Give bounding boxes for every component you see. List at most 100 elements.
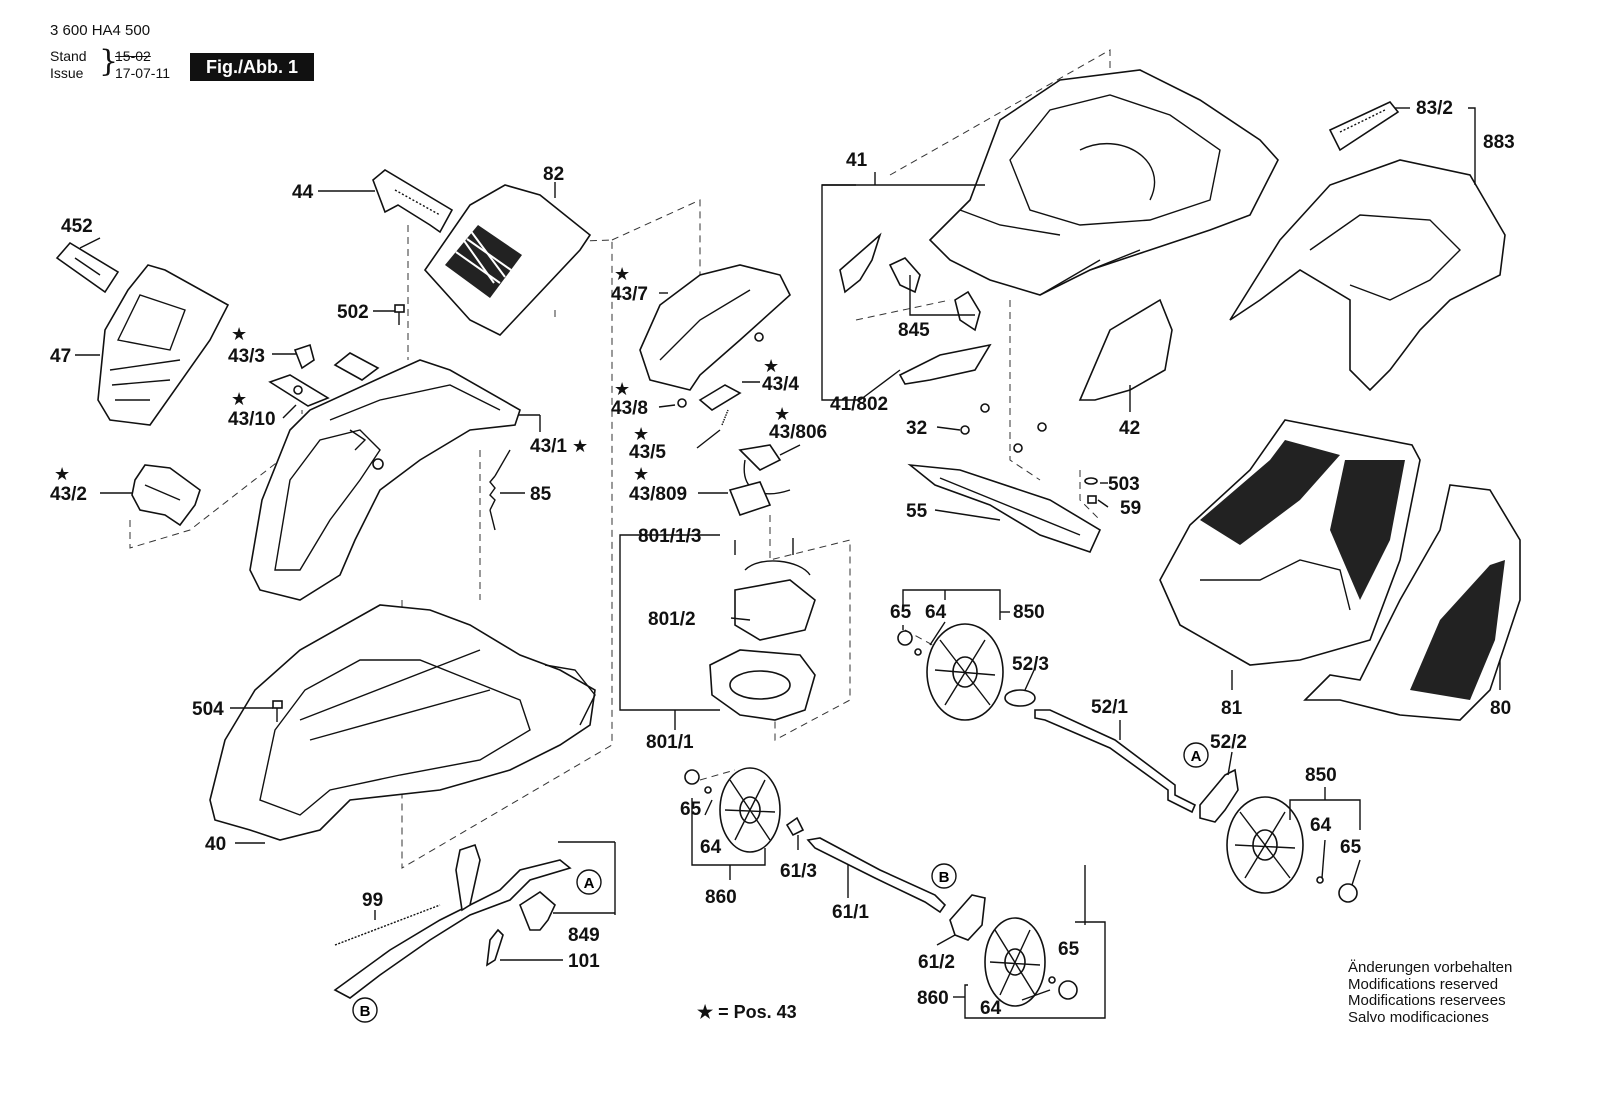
leader-lines xyxy=(75,107,1501,1019)
part-32-screws xyxy=(960,403,1047,453)
label-845: 845 xyxy=(898,320,930,341)
label-850-right: 850 xyxy=(1305,765,1337,786)
svg-text:B: B xyxy=(939,869,950,886)
label-850-upper: 850 xyxy=(1013,602,1045,623)
label-43-3: 43/3 xyxy=(228,346,265,367)
part-504-screw xyxy=(272,700,283,722)
star-43-10: ★ xyxy=(231,389,247,409)
part-883-handle xyxy=(1229,159,1506,392)
part-43-4-plate xyxy=(698,384,742,411)
label-801-1: 801/1 xyxy=(646,732,694,753)
label-504: 504 xyxy=(192,699,224,720)
part-502-screw xyxy=(394,304,405,325)
label-502: 502 xyxy=(337,302,369,323)
part-52-2-bracket xyxy=(1199,768,1239,823)
part-452-badge xyxy=(55,241,120,294)
label-801-1-3: 801/1/3 xyxy=(638,526,701,547)
part-59-screw xyxy=(1087,495,1097,504)
label-83-2: 83/2 xyxy=(1416,98,1453,119)
label-81: 81 xyxy=(1221,698,1243,719)
label-41-802: 41/802 xyxy=(830,394,888,415)
label-52-2: 52/2 xyxy=(1210,732,1247,753)
label-64-bottom: 64 xyxy=(980,998,1002,1019)
part-43-3-clip xyxy=(293,343,315,370)
part-61-1-axle xyxy=(806,837,947,914)
part-55-blade xyxy=(907,463,1102,553)
label-43-7: 43/7 xyxy=(611,284,648,305)
stand-label: Stand xyxy=(50,48,87,64)
label-80: 80 xyxy=(1490,698,1511,719)
label-43-4: 43/4 xyxy=(762,374,799,395)
label-59: 59 xyxy=(1120,498,1141,519)
label-40: 40 xyxy=(205,834,226,855)
label-44: 44 xyxy=(292,182,314,203)
label-860-right: 860 xyxy=(917,988,949,1009)
label-41: 41 xyxy=(846,150,868,171)
issue-value: 17-07-11 xyxy=(115,65,171,81)
stand-issue-values: 15-02 17-07-11 xyxy=(115,48,170,82)
part-61-3-bushing xyxy=(785,816,805,837)
label-52-3: 52/3 xyxy=(1012,654,1049,675)
label-64-left: 64 xyxy=(700,837,722,858)
circle-marker-a-right: A xyxy=(1183,742,1209,768)
star-43-7: ★ xyxy=(614,264,630,284)
note-de: Änderungen vorbehalten xyxy=(1348,959,1513,976)
label-43-8: 43/8 xyxy=(611,398,648,419)
note-es: Salvo modificaciones xyxy=(1348,1008,1489,1026)
part-small-screws xyxy=(677,332,764,408)
part-845-flaps xyxy=(839,232,992,385)
brace-glyph: } xyxy=(99,44,119,79)
star-43-809: ★ xyxy=(633,464,649,484)
wheel-860-left xyxy=(684,767,781,853)
star-43-3: ★ xyxy=(231,324,247,344)
circle-marker-b-right: B xyxy=(931,863,957,889)
label-47: 47 xyxy=(50,346,71,367)
label-452: 452 xyxy=(61,216,93,237)
star-footnote: ★ = Pos. 43 xyxy=(697,1002,797,1022)
part-85-spring xyxy=(489,449,511,531)
part-42-guard xyxy=(1078,298,1173,401)
star-43-1: ★ xyxy=(572,436,588,456)
circle-marker-a-left: A xyxy=(576,869,602,895)
label-55: 55 xyxy=(906,501,928,522)
label-43-809: 43/809 xyxy=(629,484,687,505)
modification-notes: Änderungen vorbehalten Modifications res… xyxy=(1348,959,1513,1026)
label-65-left: 65 xyxy=(680,799,702,820)
part-83-2-grip xyxy=(1328,101,1400,152)
svg-text:B: B xyxy=(360,1003,371,1020)
part-40-lower-housing xyxy=(209,604,596,841)
part-52-3-bushing xyxy=(1004,689,1036,707)
label-65-bottom: 65 xyxy=(1058,939,1080,960)
svg-text:A: A xyxy=(584,875,595,892)
circle-marker-b-left: B xyxy=(352,997,378,1023)
label-503: 503 xyxy=(1108,474,1140,495)
part-lever-assembly xyxy=(333,843,572,999)
star-43-5: ★ xyxy=(633,424,649,444)
part-43-809-wiring xyxy=(728,444,791,516)
label-64-right: 64 xyxy=(1310,815,1332,836)
part-81-grass-box xyxy=(1159,419,1421,666)
star-43-4: ★ xyxy=(763,356,779,376)
part-41-deck xyxy=(928,69,1279,296)
wheel-850-upper xyxy=(897,623,1004,721)
label-849: 849 xyxy=(568,925,600,946)
wheel-850-right xyxy=(1226,796,1358,903)
label-43-10: 43/10 xyxy=(228,409,276,430)
part-43-1-upper-housing xyxy=(249,359,521,601)
label-52-1: 52/1 xyxy=(1091,697,1128,718)
part-99-spring xyxy=(334,904,441,946)
label-65-upper: 65 xyxy=(890,602,912,623)
label-43-2: 43/2 xyxy=(50,484,87,505)
stand-issue-labels: Stand Issue xyxy=(50,48,87,82)
svg-text:A: A xyxy=(1191,748,1202,765)
label-61-3: 61/3 xyxy=(780,861,817,882)
note-en: Modifications reserved xyxy=(1348,975,1499,993)
label-64-upper: 64 xyxy=(925,602,947,623)
star-markers: ★ ★ ★ ★ ★ ★ ★ ★ ★ ★ xyxy=(54,264,790,484)
part-label-plate xyxy=(333,352,380,381)
issue-label: Issue xyxy=(50,65,84,81)
label-43-5: 43/5 xyxy=(629,442,666,463)
part-80-grass-box-side xyxy=(1303,484,1521,721)
part-61-2-bracket xyxy=(949,894,986,941)
